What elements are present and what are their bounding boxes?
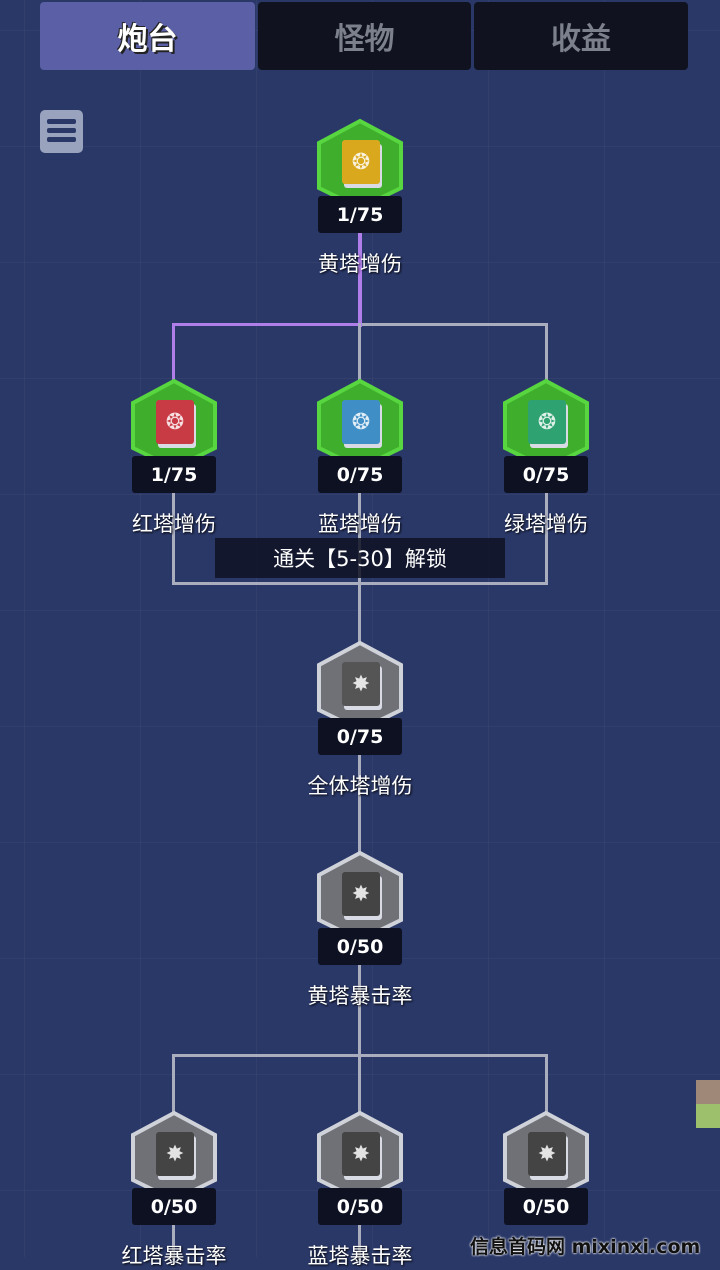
- connector: [172, 490, 175, 585]
- flame-icon: ❂: [528, 400, 566, 444]
- connector: [545, 1054, 548, 1114]
- progress-badge: 0/50: [318, 928, 402, 965]
- skill-node[interactable]: ❂ 1/75 黄塔增伤: [315, 118, 405, 276]
- connector: [172, 1220, 175, 1260]
- tab-turret[interactable]: 炮台: [40, 2, 255, 70]
- progress-badge: 0/75: [318, 456, 402, 493]
- list-icon[interactable]: [40, 110, 83, 153]
- tab-monster[interactable]: 怪物: [258, 2, 471, 70]
- progress-badge: 0/75: [318, 718, 402, 755]
- skill-label: 绿塔增伤: [504, 512, 588, 536]
- skill-node[interactable]: ❂ 0/75 绿塔增伤: [501, 378, 591, 536]
- flame-icon: ❂: [156, 400, 194, 444]
- skill-node[interactable]: ✸ 0/50 蓝塔暴击率: [308, 1110, 413, 1268]
- skill-node[interactable]: ❂ 1/75 红塔增伤: [129, 378, 219, 536]
- hex-frame: ❂: [502, 378, 590, 470]
- connector: [172, 582, 548, 585]
- crit-burst-icon: ✸: [156, 1132, 194, 1176]
- tab-income[interactable]: 收益: [474, 2, 688, 70]
- flame-icon: ❂: [342, 140, 380, 184]
- connector: [360, 323, 548, 326]
- connector-active: [172, 323, 175, 383]
- skill-node[interactable]: ✸ 0/50 黄塔暴击率: [308, 850, 413, 1008]
- flame-icon: ✸: [342, 662, 380, 706]
- crit-burst-icon: ✸: [342, 872, 380, 916]
- skill-node[interactable]: ❂ 0/75 蓝塔增伤: [315, 378, 405, 536]
- hex-frame: ❂: [316, 378, 404, 470]
- skill-node[interactable]: ✸ 0/50: [501, 1110, 591, 1225]
- progress-badge: 0/75: [504, 456, 588, 493]
- hex-frame: ❂: [316, 118, 404, 210]
- skill-label: 红塔暴击率: [121, 1244, 227, 1268]
- crit-burst-icon: ✸: [342, 1132, 380, 1176]
- skill-label: 黄塔增伤: [318, 252, 402, 276]
- connector: [545, 490, 548, 585]
- hex-frame: ✸: [316, 850, 404, 942]
- skill-label: 蓝塔增伤: [318, 512, 402, 536]
- watermark: 信息首码网 mixinxi.com: [470, 1236, 701, 1258]
- crit-burst-icon: ✸: [528, 1132, 566, 1176]
- connector: [172, 1054, 548, 1057]
- skill-label: 黄塔暴击率: [307, 984, 413, 1008]
- unlock-tooltip: 通关【5-30】解锁: [215, 538, 505, 578]
- progress-badge: 0/50: [504, 1188, 588, 1225]
- progress-badge: 1/75: [318, 196, 402, 233]
- connector-active: [172, 323, 362, 326]
- connector-active: [358, 230, 362, 327]
- progress-badge: 0/50: [132, 1188, 216, 1225]
- connector: [358, 323, 361, 383]
- connector: [358, 750, 361, 855]
- connector: [545, 323, 548, 383]
- connector: [358, 960, 361, 1260]
- side-widget[interactable]: [696, 1080, 720, 1128]
- connector: [172, 1054, 175, 1114]
- hex-frame: ✸: [130, 1110, 218, 1202]
- progress-badge: 1/75: [132, 456, 216, 493]
- skill-node[interactable]: ✸ 0/50 红塔暴击率: [122, 1110, 227, 1268]
- skill-node[interactable]: ✸ 0/75 全体塔增伤: [308, 640, 413, 798]
- progress-badge: 0/50: [318, 1188, 402, 1225]
- skill-label: 全体塔增伤: [307, 774, 413, 798]
- skill-label: 红塔增伤: [132, 512, 216, 536]
- skill-label: 蓝塔暴击率: [307, 1244, 413, 1268]
- flame-icon: ❂: [342, 400, 380, 444]
- hex-frame: ✸: [316, 640, 404, 732]
